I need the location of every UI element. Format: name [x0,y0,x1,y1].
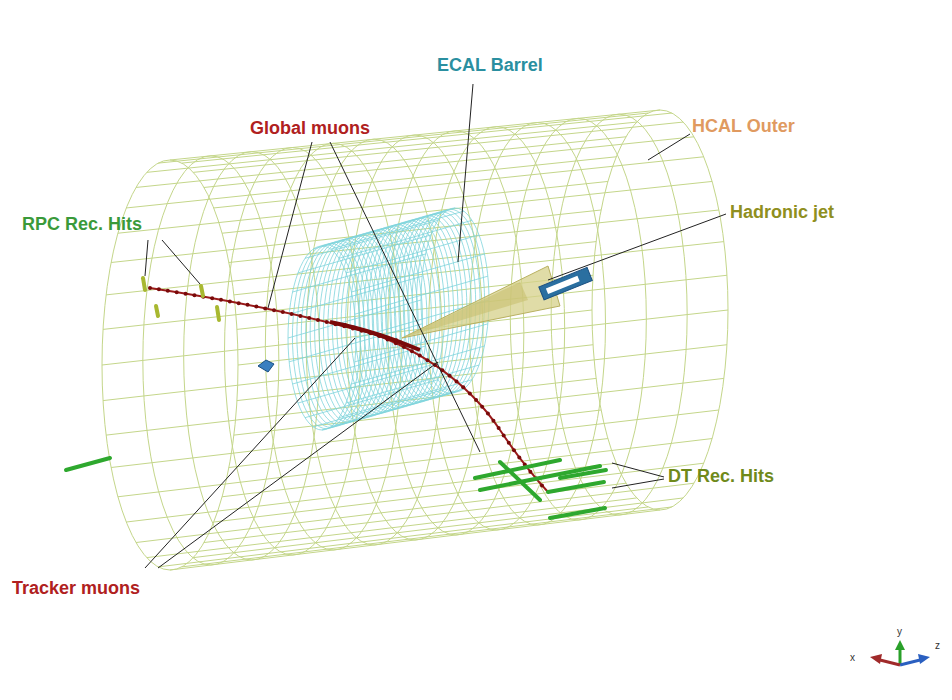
long-line [289,276,422,314]
long-line [322,392,455,430]
axis-label: z [935,640,940,652]
part-label: Tracker muons [12,578,140,599]
part-label: DT Rec. Hits [668,466,774,487]
rpc-hits [143,278,219,320]
long-line [351,254,484,292]
long-line [313,389,446,427]
leader-lines [145,84,726,568]
long-line [305,380,438,418]
long-line [222,439,712,497]
label-holder: Global muons [250,118,370,139]
part-label: HCAL Outer [692,116,795,137]
label-holder: Tracker muons [12,578,140,599]
label-holder: z [935,640,940,652]
label-holder: DT Rec. Hits [668,466,774,487]
long-line [136,137,626,188]
long-line [293,346,426,384]
long-line [331,211,464,249]
part-label: Global muons [250,118,370,139]
long-line [118,181,608,233]
axis-triad [870,640,930,665]
long-line [193,498,683,558]
ring [403,213,471,397]
long-line [158,507,648,567]
long-line [204,137,694,188]
long-line [147,498,637,558]
ring [408,212,476,396]
calo-deposit [258,360,274,372]
long-line [222,181,712,233]
long-line [170,110,660,160]
long-line [126,463,616,522]
hcal-wireframe [102,110,728,570]
long-line [182,113,672,163]
part-label: ECAL Barrel [437,55,543,76]
long-line [214,157,704,208]
label-holder: Hadronic jet [730,202,834,223]
ring [143,156,279,565]
long-line [313,211,446,249]
axis-label: y [897,626,902,638]
long-line [298,235,431,273]
hadronic-jet-cone [402,266,592,338]
ring [417,209,485,393]
track-hits [343,323,544,487]
label-holder: HCAL Outer [692,116,795,137]
long-line [118,439,608,497]
long-line [298,365,431,403]
long-line [331,389,464,427]
long-line [170,510,660,570]
long-line [322,208,455,246]
ring [412,211,480,395]
dt-hits [66,458,606,518]
axis-label: x [850,652,855,664]
label-holder: ECAL Barrel [437,55,543,76]
long-line [147,122,637,172]
long-line [293,254,426,292]
part-label: RPC Rec. Hits [22,214,142,235]
label-holder: RPC Rec. Hits [22,214,142,235]
label-holder: y [897,626,902,638]
label-holder: x [850,652,855,664]
long-line [288,300,421,338]
part-label: Hadronic jet [730,202,834,223]
long-line [182,507,672,567]
long-line [237,345,727,401]
muon-tracks [148,286,548,492]
long-line [102,310,592,365]
long-line [351,346,484,384]
long-line [339,220,472,258]
long-line [126,157,616,208]
track-hits [148,286,398,342]
long-line [158,113,648,163]
